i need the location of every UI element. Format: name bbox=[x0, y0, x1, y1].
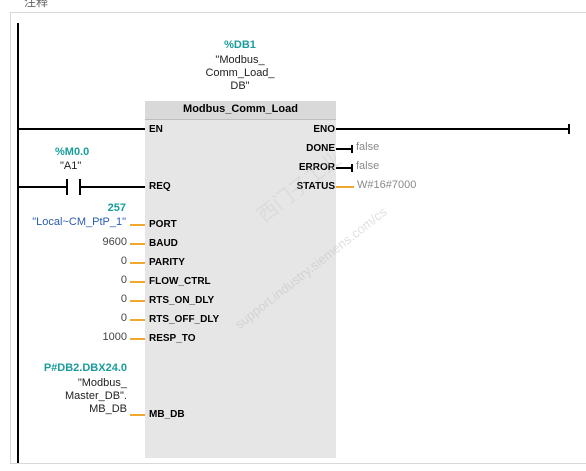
mb-db-line1: "Modbus_ bbox=[77, 377, 127, 389]
contact-right-bar[interactable] bbox=[79, 179, 81, 195]
rts-off-dly-value[interactable]: 0 bbox=[120, 312, 127, 324]
instance-db-name[interactable]: %DB1 bbox=[224, 39, 256, 51]
pin-parity: PARITY bbox=[149, 257, 185, 268]
modbus-comm-load-block[interactable] bbox=[145, 101, 336, 458]
flow-ctrl-wire bbox=[130, 281, 145, 283]
error-wire-end bbox=[351, 164, 353, 172]
parity-wire bbox=[130, 262, 145, 264]
pin-port: PORT bbox=[149, 219, 177, 230]
pin-eno: ENO bbox=[313, 124, 335, 135]
pin-status: STATUS bbox=[296, 181, 335, 192]
rts-off-dly-wire bbox=[130, 319, 145, 321]
flow-ctrl-value[interactable]: 0 bbox=[120, 274, 127, 286]
error-wire bbox=[336, 167, 352, 169]
port-value[interactable]: 257 bbox=[107, 202, 126, 214]
block-title: Modbus_Comm_Load bbox=[183, 103, 298, 115]
rts-on-dly-wire bbox=[130, 300, 145, 302]
pin-rts-on-dly: RTS_ON_DLY bbox=[149, 295, 215, 306]
pin-en: EN bbox=[149, 124, 163, 135]
pin-resp-to: RESP_TO bbox=[149, 333, 196, 344]
baud-wire bbox=[130, 243, 145, 245]
instance-db-line1: "Modbus_ bbox=[215, 54, 265, 66]
eno-wire bbox=[336, 128, 570, 130]
frame-bottom bbox=[10, 463, 586, 464]
pin-flow-ctrl: FLOW_CTRL bbox=[149, 276, 211, 287]
frame-top bbox=[10, 12, 586, 13]
parity-value[interactable]: 0 bbox=[120, 255, 127, 267]
done-wire bbox=[336, 148, 352, 150]
resp-to-wire bbox=[130, 338, 145, 340]
block-title-bar bbox=[145, 101, 336, 120]
rts-on-dly-value[interactable]: 0 bbox=[120, 293, 127, 305]
req-wire-right bbox=[81, 186, 145, 188]
pin-baud: BAUD bbox=[149, 238, 178, 249]
port-wire bbox=[130, 224, 145, 226]
req-wire-left bbox=[18, 186, 66, 188]
contact-symbol: "A1" bbox=[60, 160, 82, 172]
done-value[interactable]: false bbox=[356, 141, 380, 153]
mb-db-wire bbox=[130, 414, 145, 416]
status-value[interactable]: W#16#7000 bbox=[357, 179, 417, 191]
mb-db-address[interactable]: P#DB2.DBX24.0 bbox=[43, 362, 127, 374]
baud-value[interactable]: 9600 bbox=[102, 236, 127, 248]
power-rail bbox=[17, 23, 19, 463]
error-value[interactable]: false bbox=[356, 160, 380, 172]
resp-to-value[interactable]: 1000 bbox=[102, 331, 127, 343]
pin-req: REQ bbox=[149, 181, 171, 192]
pin-mb-db: MB_DB bbox=[149, 409, 185, 420]
pin-error: ERROR bbox=[298, 162, 335, 173]
mb-db-line2: Master_DB". bbox=[65, 390, 127, 402]
header-label: 注释 bbox=[24, 0, 49, 9]
port-symbol: "Local~CM_PtP_1" bbox=[32, 216, 126, 228]
contact-left-bar[interactable] bbox=[66, 179, 68, 195]
en-wire bbox=[18, 128, 145, 130]
pin-done: DONE bbox=[306, 143, 335, 154]
instance-db-line2: Comm_Load_ bbox=[205, 67, 275, 79]
mb-db-line3: MB_DB bbox=[89, 403, 127, 415]
pin-rts-off-dly: RTS_OFF_DLY bbox=[149, 314, 220, 325]
done-wire-end bbox=[351, 145, 353, 153]
contact-address[interactable]: %M0.0 bbox=[55, 146, 90, 158]
instance-db-line3: DB" bbox=[230, 80, 250, 92]
frame-left bbox=[10, 12, 11, 464]
eno-wire-end bbox=[568, 124, 570, 134]
status-wire bbox=[336, 186, 354, 188]
